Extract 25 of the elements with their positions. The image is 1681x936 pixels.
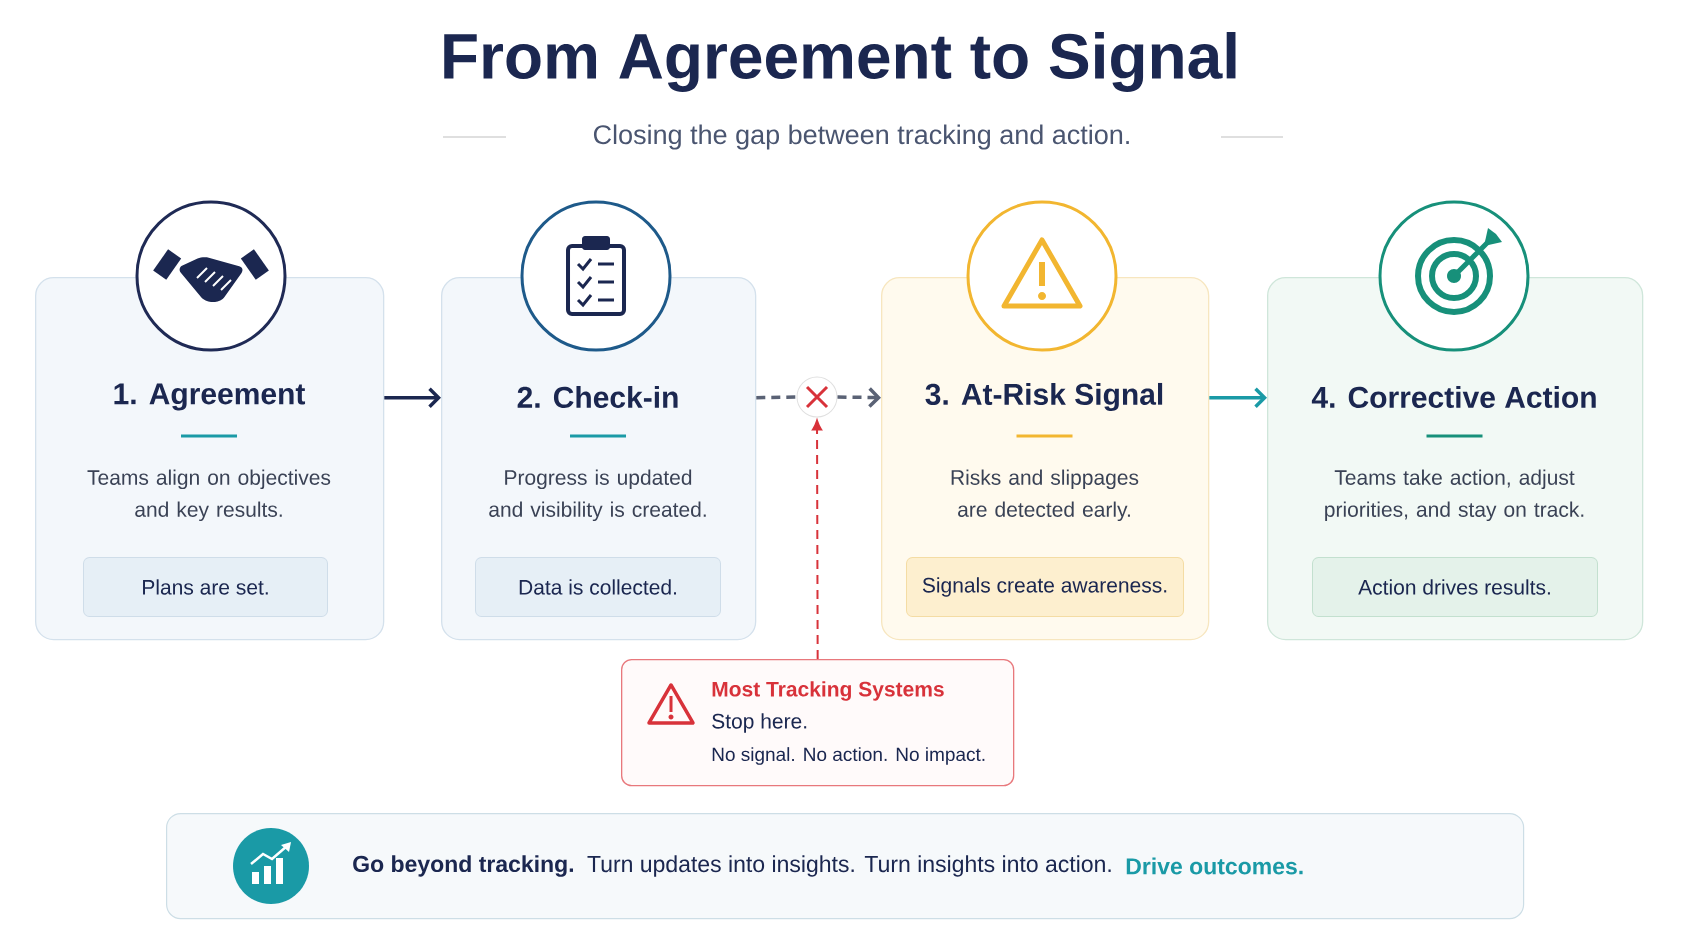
tagline-highlight: Drive outcomes. bbox=[1126, 857, 1303, 875]
step-title: 1. Agreement bbox=[114, 383, 306, 411]
warning-text: Stop here. bbox=[712, 713, 807, 733]
step-title: 4. Corrective Action bbox=[1311, 386, 1596, 408]
warning-text: No signal. No action. No impact. bbox=[712, 747, 985, 765]
summary-box: Signals create awareness. bbox=[906, 557, 1184, 617]
step-description: Risks and slippages are detected early. bbox=[951, 469, 1139, 522]
step-title: 2. Check-in bbox=[517, 386, 678, 408]
blocked-marker bbox=[796, 376, 838, 418]
arrow bbox=[1209, 387, 1267, 408]
step-title: 3. At-Risk Signal bbox=[925, 382, 1163, 412]
warning-heading: Most Tracking Systems bbox=[712, 681, 944, 701]
arrow bbox=[384, 387, 441, 408]
summary-box: Action drives results. bbox=[1312, 557, 1598, 617]
step-description: Progress is updated and visibility is created. bbox=[489, 469, 706, 522]
tagline-lead: Go beyond tracking. bbox=[353, 855, 573, 877]
tagline-text: Turn updates into insights. Turn insights into action. bbox=[587, 855, 1111, 877]
summary-box: Data is collected. bbox=[475, 557, 721, 617]
step-description: Teams align on objectives and key results. bbox=[87, 469, 331, 522]
arrow bbox=[812, 419, 823, 660]
subtitle: Closing the gap between tracking and action. bbox=[593, 124, 1129, 150]
arrow bbox=[837, 387, 881, 408]
summary-box: Plans are set. bbox=[83, 557, 328, 617]
step-description: Teams take action, adjust priorities, and stay on track. bbox=[1325, 469, 1584, 522]
title: From Agreement to Signal bbox=[444, 32, 1236, 92]
